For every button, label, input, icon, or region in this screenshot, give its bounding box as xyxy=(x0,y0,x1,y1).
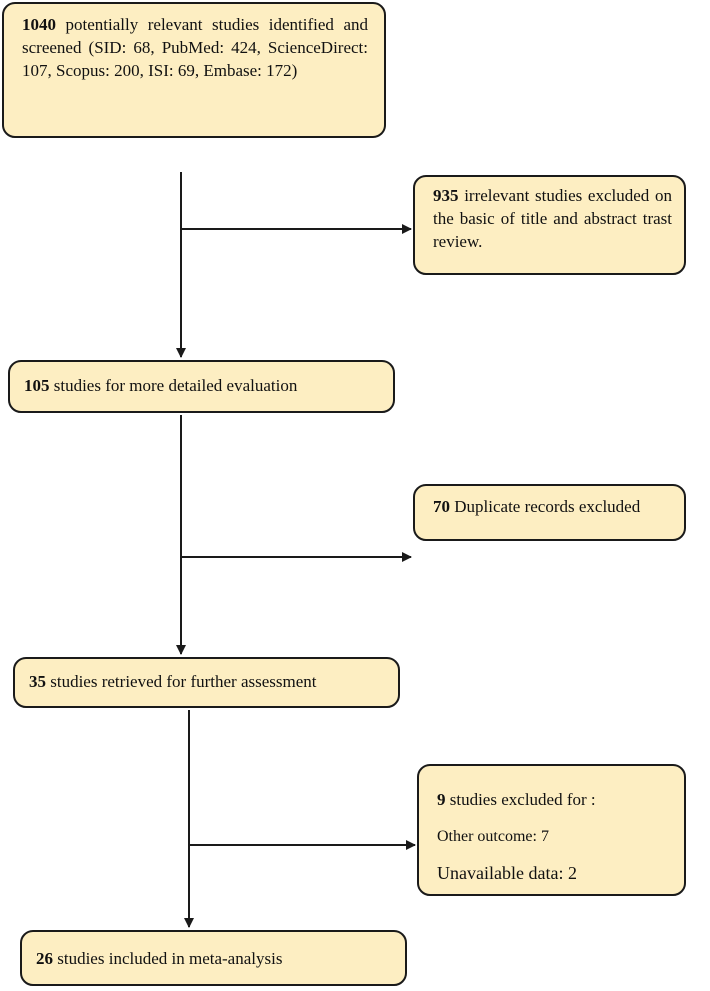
irrelevant-text: irrelevant studies excluded on the basic… xyxy=(433,186,672,251)
excluded-count: 9 xyxy=(437,790,446,809)
excluded-text: studies excluded for : xyxy=(445,790,596,809)
retrieved-count: 35 xyxy=(29,672,46,691)
excluded-heading: 9 studies excluded for : xyxy=(437,788,672,811)
detailed-text: studies for more detailed evaluation xyxy=(49,376,298,395)
duplicates-excluded-box: 70 Duplicate records excluded xyxy=(413,484,686,541)
detailed-evaluation-box: 105 studies for more detailed evaluation xyxy=(8,360,395,413)
identified-text: potentially relevant studies identified … xyxy=(22,15,368,80)
retrieved-text: studies retrieved for further assessment xyxy=(46,672,317,691)
retrieved-studies-box: 35 studies retrieved for further assessm… xyxy=(13,657,400,708)
excluded-reason-other-outcome: Other outcome: 7 xyxy=(437,828,549,845)
excluded-studies-box: 9 studies excluded for : Other outcome: … xyxy=(417,764,686,896)
excluded-reason-unavailable-data: Unavailable data: 2 xyxy=(437,863,577,883)
identified-studies-box: 1040 potentially relevant studies identi… xyxy=(2,2,386,138)
included-count: 26 xyxy=(36,949,53,968)
detailed-count: 105 xyxy=(24,376,50,395)
duplicates-count: 70 xyxy=(433,497,450,516)
identified-count: 1040 xyxy=(22,15,56,34)
irrelevant-count: 935 xyxy=(433,186,459,205)
included-text: studies included in meta-analysis xyxy=(53,949,283,968)
included-studies-box: 26 studies included in meta-analysis xyxy=(20,930,407,986)
duplicates-text: Duplicate records excluded xyxy=(450,497,641,516)
irrelevant-excluded-box: 935 irrelevant studies excluded on the b… xyxy=(413,175,686,275)
